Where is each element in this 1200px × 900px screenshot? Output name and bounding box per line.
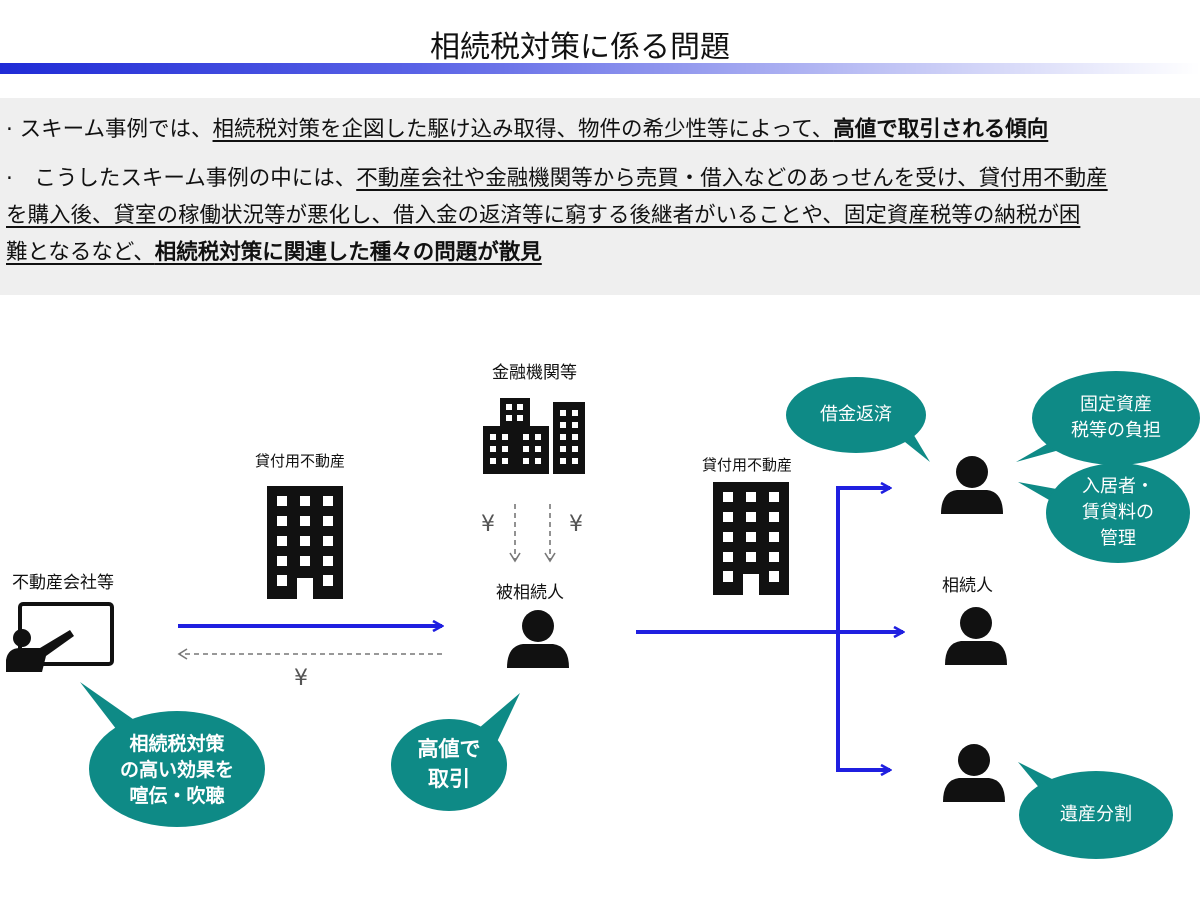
bubble-division <box>1018 762 1173 859</box>
bubble-high-price-text: 高値で 取引 <box>417 737 481 791</box>
title-underline-bar <box>0 63 1200 74</box>
bubble-promotion <box>80 682 265 827</box>
label-real-estate-company: 不動産会社等 <box>12 573 114 593</box>
yen-symbol-right: ¥ <box>569 512 583 537</box>
bubble-tax <box>1016 371 1200 465</box>
bullet: · <box>6 117 20 142</box>
loan-dashed-arrows <box>509 504 556 563</box>
rental-building-icon-left <box>267 486 343 599</box>
bubble-loan-text: 借金返済 <box>820 404 892 425</box>
bubble-division-text: 遺産分割 <box>1060 804 1132 825</box>
bubble-high-price <box>391 693 520 811</box>
heir-person-icon-bottom <box>943 744 1005 802</box>
yen-symbol-left: ¥ <box>481 512 495 537</box>
yen-symbol-bottom: ¥ <box>294 666 308 691</box>
bubble-loan <box>786 377 930 462</box>
decedent-person-icon <box>507 610 569 668</box>
heir-person-icon-top <box>941 456 1003 514</box>
page-title: 相続税対策に係る問題 <box>430 30 730 65</box>
summary-box: · スキーム事例では、相続税対策を企図した駆け込み取得、物件の希少性等によって、… <box>0 98 1200 295</box>
bubble-promotion-text: 相続税対策 の高い効果を 喧伝・吹聴 <box>119 733 234 807</box>
rental-building-icon-right <box>713 482 789 595</box>
bubble-tax-text: 固定資産 税等の負担 <box>1071 394 1161 441</box>
label-decedent: 被相続人 <box>496 583 564 603</box>
presenter-icon <box>6 602 114 672</box>
summary-line-2: · こうしたスキーム事例の中には、不動産会社や金融機関等から売買・借入などのあっ… <box>6 166 1108 191</box>
inheritance-arrows <box>636 488 903 770</box>
bullet: · <box>6 166 13 191</box>
label-rental-property-right: 貸付用不動産 <box>702 456 793 474</box>
summary-line-1: · スキーム事例では、相続税対策を企図した駆け込み取得、物件の希少性等によって、… <box>6 117 1049 142</box>
payment-dashed-arrow <box>177 648 442 660</box>
label-rental-property-left: 貸付用不動産 <box>255 452 346 470</box>
heir-person-icon-middle <box>945 607 1007 665</box>
financial-institution-icon <box>483 398 585 474</box>
summary-line-3: を購入後、貸室の稼働状況等が悪化し、借入金の返済等に窮する後継者がいることや、固… <box>6 203 1081 228</box>
bubble-tenants-text: 入居者・ 賃貸料の 管理 <box>1082 476 1154 549</box>
label-heirs: 相続人 <box>942 576 993 596</box>
summary-line-4: 難となるなど、相続税対策に関連した種々の問題が散見 <box>6 240 542 265</box>
bubble-tenants <box>1018 463 1190 563</box>
label-financial-institutions: 金融機関等 <box>492 363 577 383</box>
